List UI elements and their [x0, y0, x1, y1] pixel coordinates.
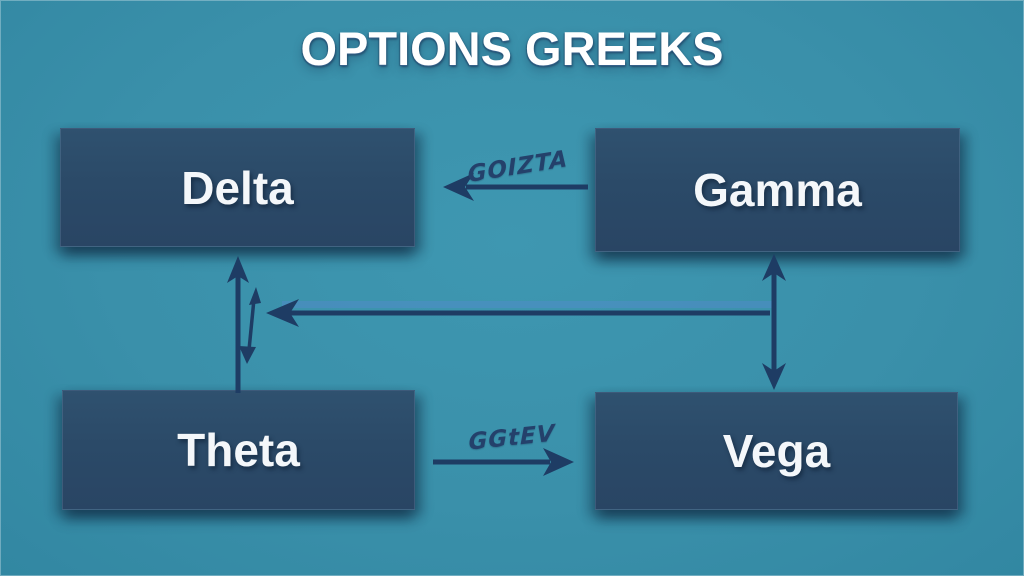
node-delta-label: Delta [181, 161, 294, 214]
streak-artifact [282, 301, 772, 308]
node-delta: Delta [60, 128, 415, 247]
node-gamma-label: Gamma [693, 164, 862, 216]
arrow-short-down-icon [239, 287, 261, 364]
node-theta-label: Theta [177, 424, 300, 476]
node-vega-label: Vega [722, 425, 831, 477]
node-vega: Vega [595, 392, 958, 510]
node-gamma: Gamma [595, 128, 960, 252]
arrow-long-left-icon [266, 299, 770, 327]
arrow-gamma-vega-double-icon [762, 254, 786, 390]
edge-label-gamma-delta: GOIZTA [467, 146, 569, 188]
diagram-title: OPTIONS GREEKS [300, 22, 724, 75]
edge-label-theta-vega: GGtEV [468, 420, 556, 456]
arrow-theta-to-delta-icon [227, 256, 249, 393]
node-theta: Theta [62, 390, 415, 510]
arrow-theta-to-vega-icon [433, 448, 574, 476]
